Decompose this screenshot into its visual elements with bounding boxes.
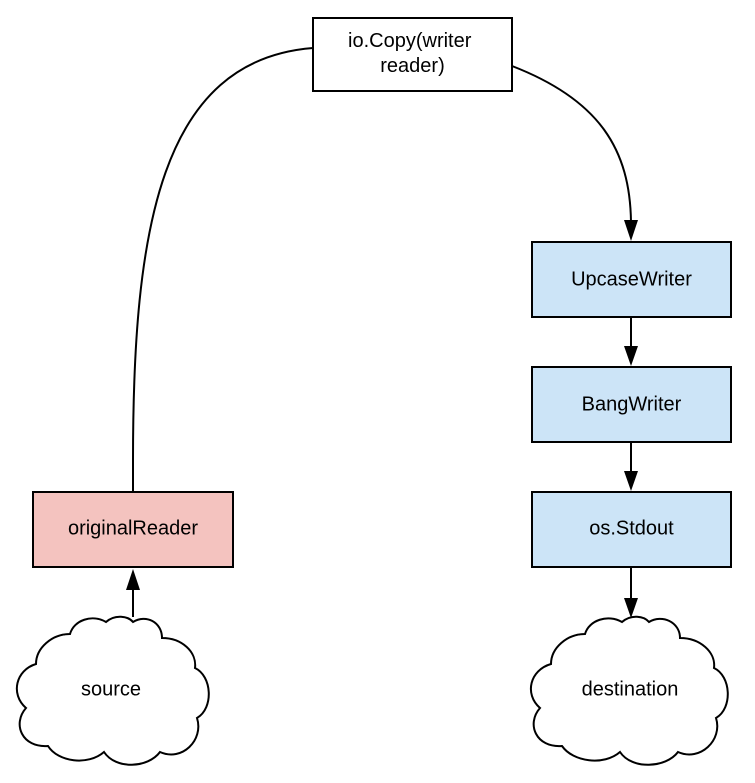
original-reader-node: originalReader [32, 491, 234, 568]
destination-label: destination [582, 678, 679, 700]
bang-writer-label: BangWriter [582, 393, 682, 415]
arrowhead-reader [126, 569, 140, 590]
arrowhead-stdout [624, 471, 638, 491]
io-copy-label-line2: reader) [380, 55, 444, 77]
io-copy-label-line1: io.Copy(writer [348, 30, 472, 52]
destination-cloud-node: destination [530, 615, 729, 766]
bang-writer-box [531, 366, 732, 443]
upcase-writer-node: UpcaseWriter [531, 241, 732, 318]
upcase-writer-box [531, 241, 732, 318]
upcase-writer-label: UpcaseWriter [571, 268, 692, 290]
original-reader-box [32, 491, 234, 568]
original-reader-label: originalReader [68, 517, 198, 539]
source-cloud-shape [16, 615, 210, 766]
os-stdout-label: os.Stdout [589, 517, 674, 539]
edge-reader-to-copy [132, 47, 314, 492]
arrowhead-destination [624, 598, 638, 618]
arrowhead-bang [624, 346, 638, 366]
destination-cloud-shape [530, 615, 729, 766]
os-stdout-node: os.Stdout [531, 491, 732, 568]
edge-copy-to-upcase [511, 65, 632, 223]
source-cloud-node: source [16, 615, 210, 766]
io-copy-node: io.Copy(writer reader) [312, 17, 513, 92]
os-stdout-box [531, 491, 732, 568]
arrowhead-upcase [624, 220, 638, 241]
bang-writer-node: BangWriter [531, 366, 732, 443]
io-copy-label: io.Copy(writer reader) [348, 30, 477, 77]
io-copy-box [312, 17, 513, 92]
source-label: source [81, 678, 141, 700]
